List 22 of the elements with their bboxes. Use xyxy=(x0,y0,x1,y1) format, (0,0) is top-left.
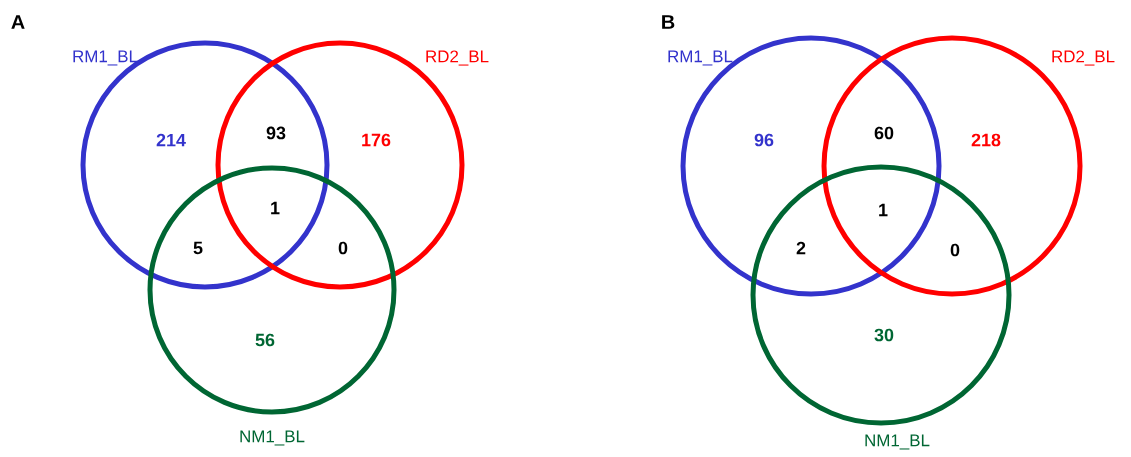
region-count: 2 xyxy=(796,241,806,255)
region-count: 1 xyxy=(271,201,280,215)
set-name: RM1_BL xyxy=(73,50,138,66)
region-count: 214 xyxy=(156,133,186,147)
set-name: NM1_BL xyxy=(865,434,930,450)
region-count: 30 xyxy=(874,328,894,342)
set-name: RM1_BL xyxy=(668,50,733,66)
region-count: 93 xyxy=(266,126,286,140)
region-count: 60 xyxy=(874,126,894,140)
panel-letter: A xyxy=(11,15,25,29)
region-count: 218 xyxy=(971,133,1001,147)
panel-letter: B xyxy=(662,15,675,29)
set-name: RD2_BL xyxy=(1052,50,1115,66)
region-count: 0 xyxy=(950,243,960,257)
region-count: 96 xyxy=(754,133,774,147)
set-name: RD2_BL xyxy=(426,50,489,66)
region-count: 176 xyxy=(362,133,391,147)
set-name: NM1_BL xyxy=(240,430,305,446)
region-count: 56 xyxy=(255,333,275,347)
region-count: 0 xyxy=(338,241,348,255)
region-count: 1 xyxy=(879,203,888,217)
region-count: 5 xyxy=(193,241,203,255)
